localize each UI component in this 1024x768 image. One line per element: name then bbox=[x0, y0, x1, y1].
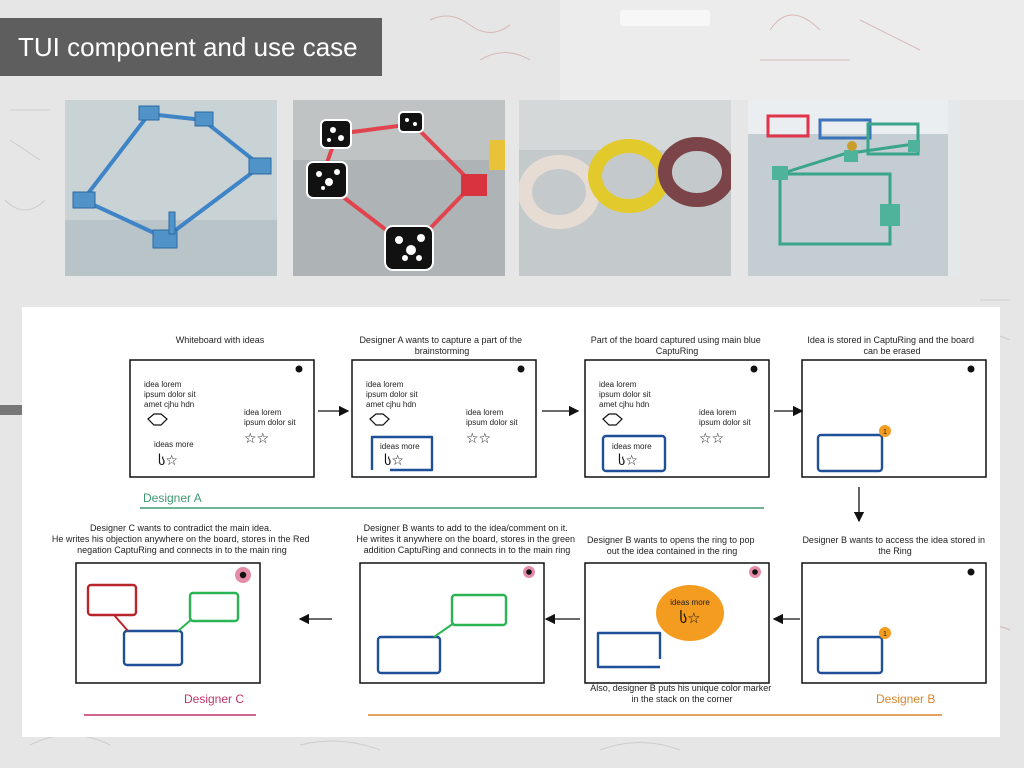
slide-title: TUI component and use case bbox=[0, 18, 382, 76]
captuRing-addition bbox=[450, 593, 508, 627]
idea-note: ideas more bbox=[154, 440, 194, 449]
glyph-sketch: ს☆ bbox=[679, 609, 700, 627]
use-case-diagram: Whiteboard with ideas Designer A wants t… bbox=[22, 307, 1000, 737]
captuRing-main bbox=[816, 635, 884, 675]
connection-line bbox=[177, 618, 193, 632]
idea-note: idea lorem ipsum dolor sit amet cjhu hdn bbox=[366, 380, 420, 409]
board-step-8 bbox=[75, 562, 261, 684]
idea-note: idea lorem ipsum dolor sit amet cjhu hdn bbox=[599, 380, 653, 409]
idea-note: ideas more bbox=[670, 598, 710, 607]
board-step-1 bbox=[129, 359, 315, 478]
glyph-sketch: ს☆ bbox=[384, 453, 404, 469]
stars-sketch: ☆☆ bbox=[244, 431, 269, 447]
designer-b-label: Designer B bbox=[876, 692, 935, 706]
captuRing-addition bbox=[188, 591, 240, 623]
designer-c-label: Designer C bbox=[184, 692, 244, 706]
photo-three-rings bbox=[519, 100, 731, 276]
badge-count-label: 1 bbox=[883, 631, 887, 638]
captuRing-main bbox=[601, 434, 667, 473]
board-step-5 bbox=[801, 562, 987, 684]
photo-connected-rings bbox=[748, 100, 960, 276]
corner-dot bbox=[967, 568, 975, 576]
caption-step-4: Idea is stored in CaptuRing and the boar… bbox=[807, 335, 976, 356]
badge-count bbox=[879, 425, 891, 437]
captuRing-main bbox=[122, 629, 184, 667]
popped-idea bbox=[656, 585, 724, 641]
corner-dot bbox=[295, 365, 303, 373]
caption-step-7: Designer B wants to add to the idea/comm… bbox=[356, 523, 577, 555]
photo-red-markers bbox=[293, 100, 505, 276]
caption-step-6: Designer B wants to opens the ring to po… bbox=[587, 535, 757, 556]
idea-note: idea lorem ipsum dolor sit amet cjhu hdn bbox=[144, 380, 198, 409]
badge-count bbox=[879, 627, 891, 639]
captuRing-capturing bbox=[370, 435, 434, 472]
photo-blue-frame bbox=[65, 100, 277, 276]
caption-step-8: Designer C wants to contradict the main … bbox=[52, 523, 312, 555]
corner-dot bbox=[517, 365, 525, 373]
board-step-4 bbox=[801, 359, 987, 478]
glyph-sketch: ს☆ bbox=[618, 453, 638, 469]
connection-line bbox=[113, 614, 129, 632]
hexagon-sketch bbox=[147, 413, 168, 426]
marker-note: Also, designer B puts his unique color m… bbox=[590, 683, 774, 704]
board-step-3 bbox=[584, 359, 770, 478]
captuRing-opened bbox=[596, 631, 662, 669]
glyph-sketch: ს☆ bbox=[158, 453, 178, 469]
badge-count-label: 1 bbox=[883, 429, 887, 436]
caption-step-3: Part of the board captured using main bl… bbox=[591, 335, 764, 356]
stars-sketch: ☆☆ bbox=[466, 431, 491, 447]
idea-note: idea lorem ipsum dolor sit bbox=[699, 408, 751, 427]
idea-note: idea lorem ipsum dolor sit bbox=[244, 408, 296, 427]
idea-note: idea lorem ipsum dolor sit bbox=[466, 408, 518, 427]
captuRing-main bbox=[816, 433, 884, 473]
hexagon-sketch bbox=[602, 413, 623, 426]
connection-line bbox=[433, 622, 455, 638]
captuRing-negation bbox=[86, 583, 138, 617]
stars-sketch: ☆☆ bbox=[699, 431, 724, 447]
caption-step-1: Whiteboard with ideas bbox=[176, 335, 265, 345]
designer-a-label: Designer A bbox=[143, 491, 202, 505]
hexagon-sketch bbox=[369, 413, 390, 426]
corner-dot bbox=[750, 365, 758, 373]
idea-note: ideas more bbox=[380, 442, 420, 451]
board-step-2 bbox=[351, 359, 537, 478]
idea-note: ideas more bbox=[612, 442, 652, 451]
caption-step-5: Designer B wants to access the idea stor… bbox=[802, 535, 987, 556]
captuRing-main bbox=[376, 635, 442, 675]
caption-step-2: Designer A wants to capture a part of th… bbox=[359, 335, 524, 356]
corner-dot bbox=[967, 365, 975, 373]
